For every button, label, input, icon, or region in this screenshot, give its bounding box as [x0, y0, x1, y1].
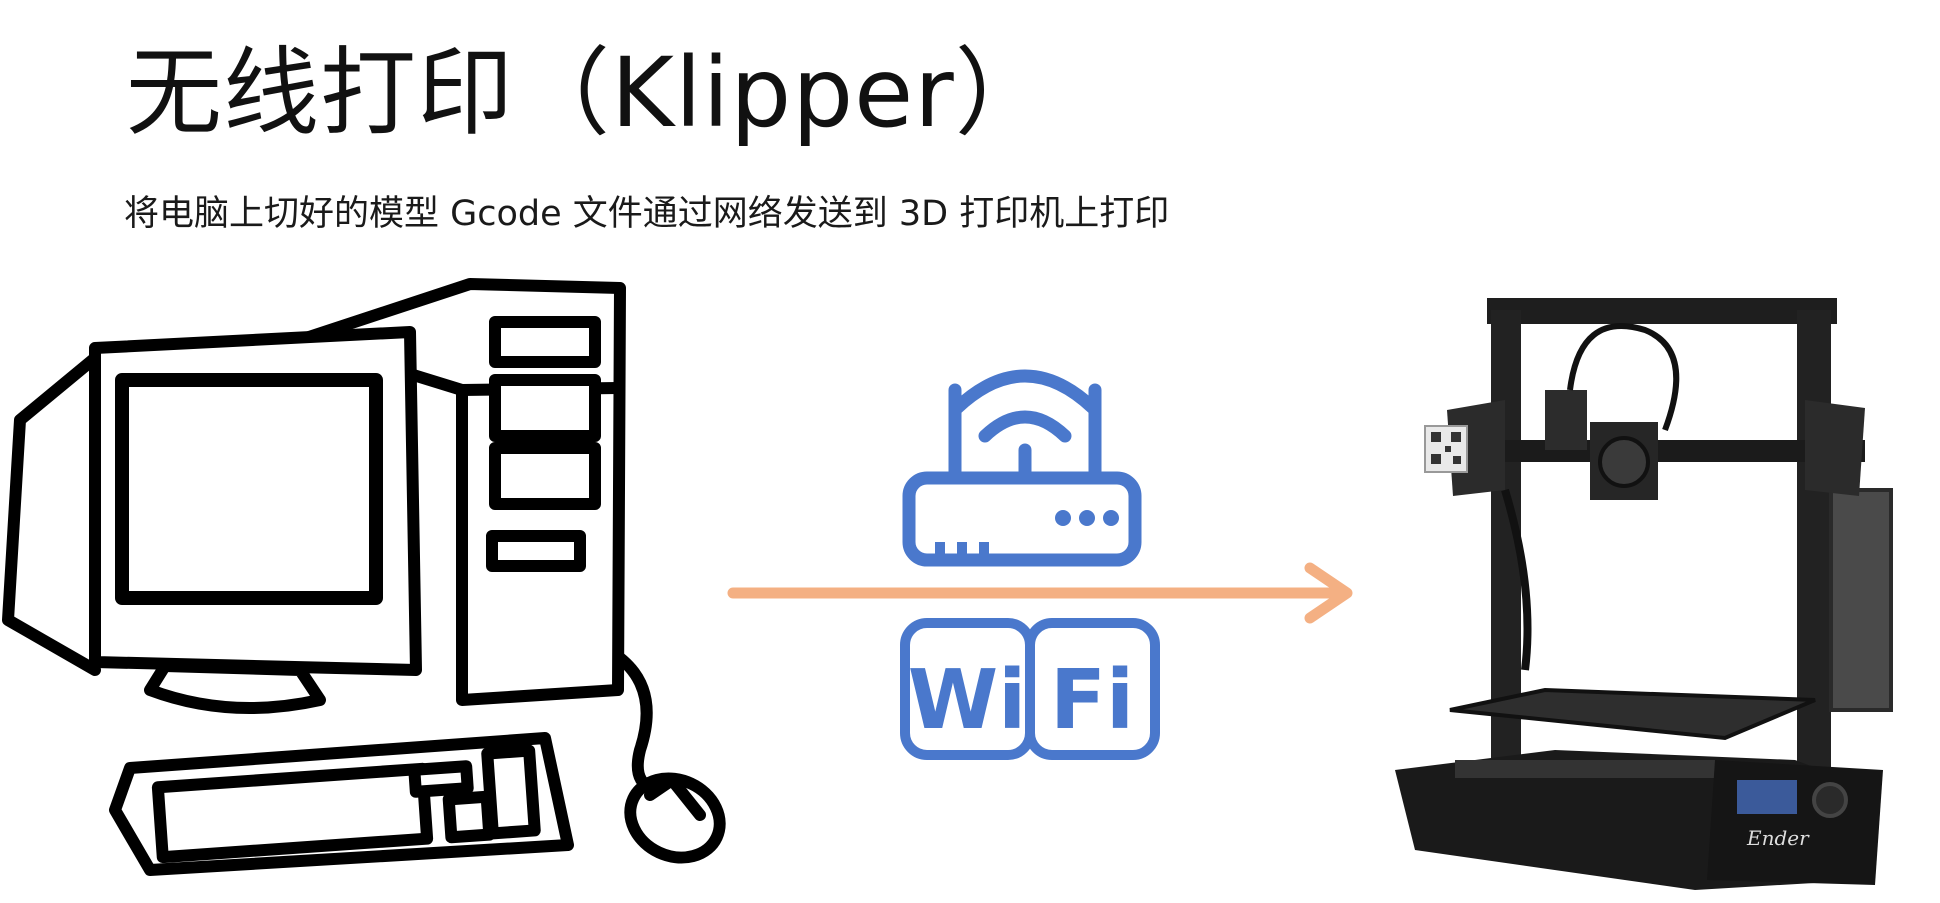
router-body	[902, 471, 1142, 567]
wifi-badge-left-text: Wi	[908, 653, 1027, 748]
wifi-badge-icon: Wi Fi	[900, 618, 1160, 760]
printer-bed	[1449, 687, 1816, 741]
page-title: 无线打印（Klipper）	[126, 37, 1052, 149]
mouse-buttons	[644, 774, 706, 821]
printer-control-knob	[1812, 782, 1848, 818]
router-led	[1079, 510, 1095, 526]
router-led	[1103, 510, 1119, 526]
page-subtitle: 将电脑上切好的模型 Gcode 文件通过网络发送到 3D 打印机上打印	[124, 194, 1170, 234]
printer-hotend-fan	[1598, 436, 1650, 488]
printer-extruder-motor	[1545, 390, 1587, 450]
wifi-badge-right-text: Fi	[1050, 653, 1134, 748]
printer-filament-tube	[1567, 323, 1680, 432]
monitor-back	[2, 352, 101, 676]
monitor-screen	[115, 373, 383, 605]
arrow-head	[1304, 562, 1353, 624]
router-port	[935, 542, 945, 556]
router-port	[979, 542, 989, 556]
arrow-right-icon	[727, 562, 1353, 624]
printer-lcd-screen	[1737, 780, 1797, 814]
router-port	[957, 542, 967, 556]
keyboard-main-keys	[151, 762, 434, 864]
printer-base-rail	[1455, 760, 1715, 778]
tower-drive-bay-1	[489, 316, 601, 368]
desktop-computer-icon	[2, 278, 726, 876]
tower-floppy-slot	[486, 530, 586, 572]
tower-drive-bay-3	[489, 442, 601, 510]
printer-control-box	[1707, 760, 1883, 885]
router-led	[1055, 510, 1071, 526]
monitor-stand	[144, 660, 326, 714]
keyboard-arrow-block	[442, 790, 496, 844]
printer-right-upright	[1797, 310, 1831, 770]
3d-printer-icon: Ender	[1395, 298, 1893, 890]
wifi-router-icon	[902, 369, 1142, 567]
printer-power-supply	[1829, 488, 1893, 712]
printer-cable	[1501, 488, 1532, 671]
wifi-badge-right-box	[1025, 618, 1160, 760]
keyboard-arrow-up	[408, 760, 474, 798]
printer-right-bracket	[1805, 400, 1865, 496]
keyboard-numpad	[481, 744, 541, 840]
mouse-cable	[614, 652, 671, 796]
tower-drive-bay-2	[489, 374, 601, 442]
printer-top-bar	[1487, 298, 1837, 324]
router-signal-outer	[950, 369, 1100, 415]
router-signal-inner	[978, 410, 1072, 443]
printer-brand-label: Ender	[1746, 826, 1810, 850]
